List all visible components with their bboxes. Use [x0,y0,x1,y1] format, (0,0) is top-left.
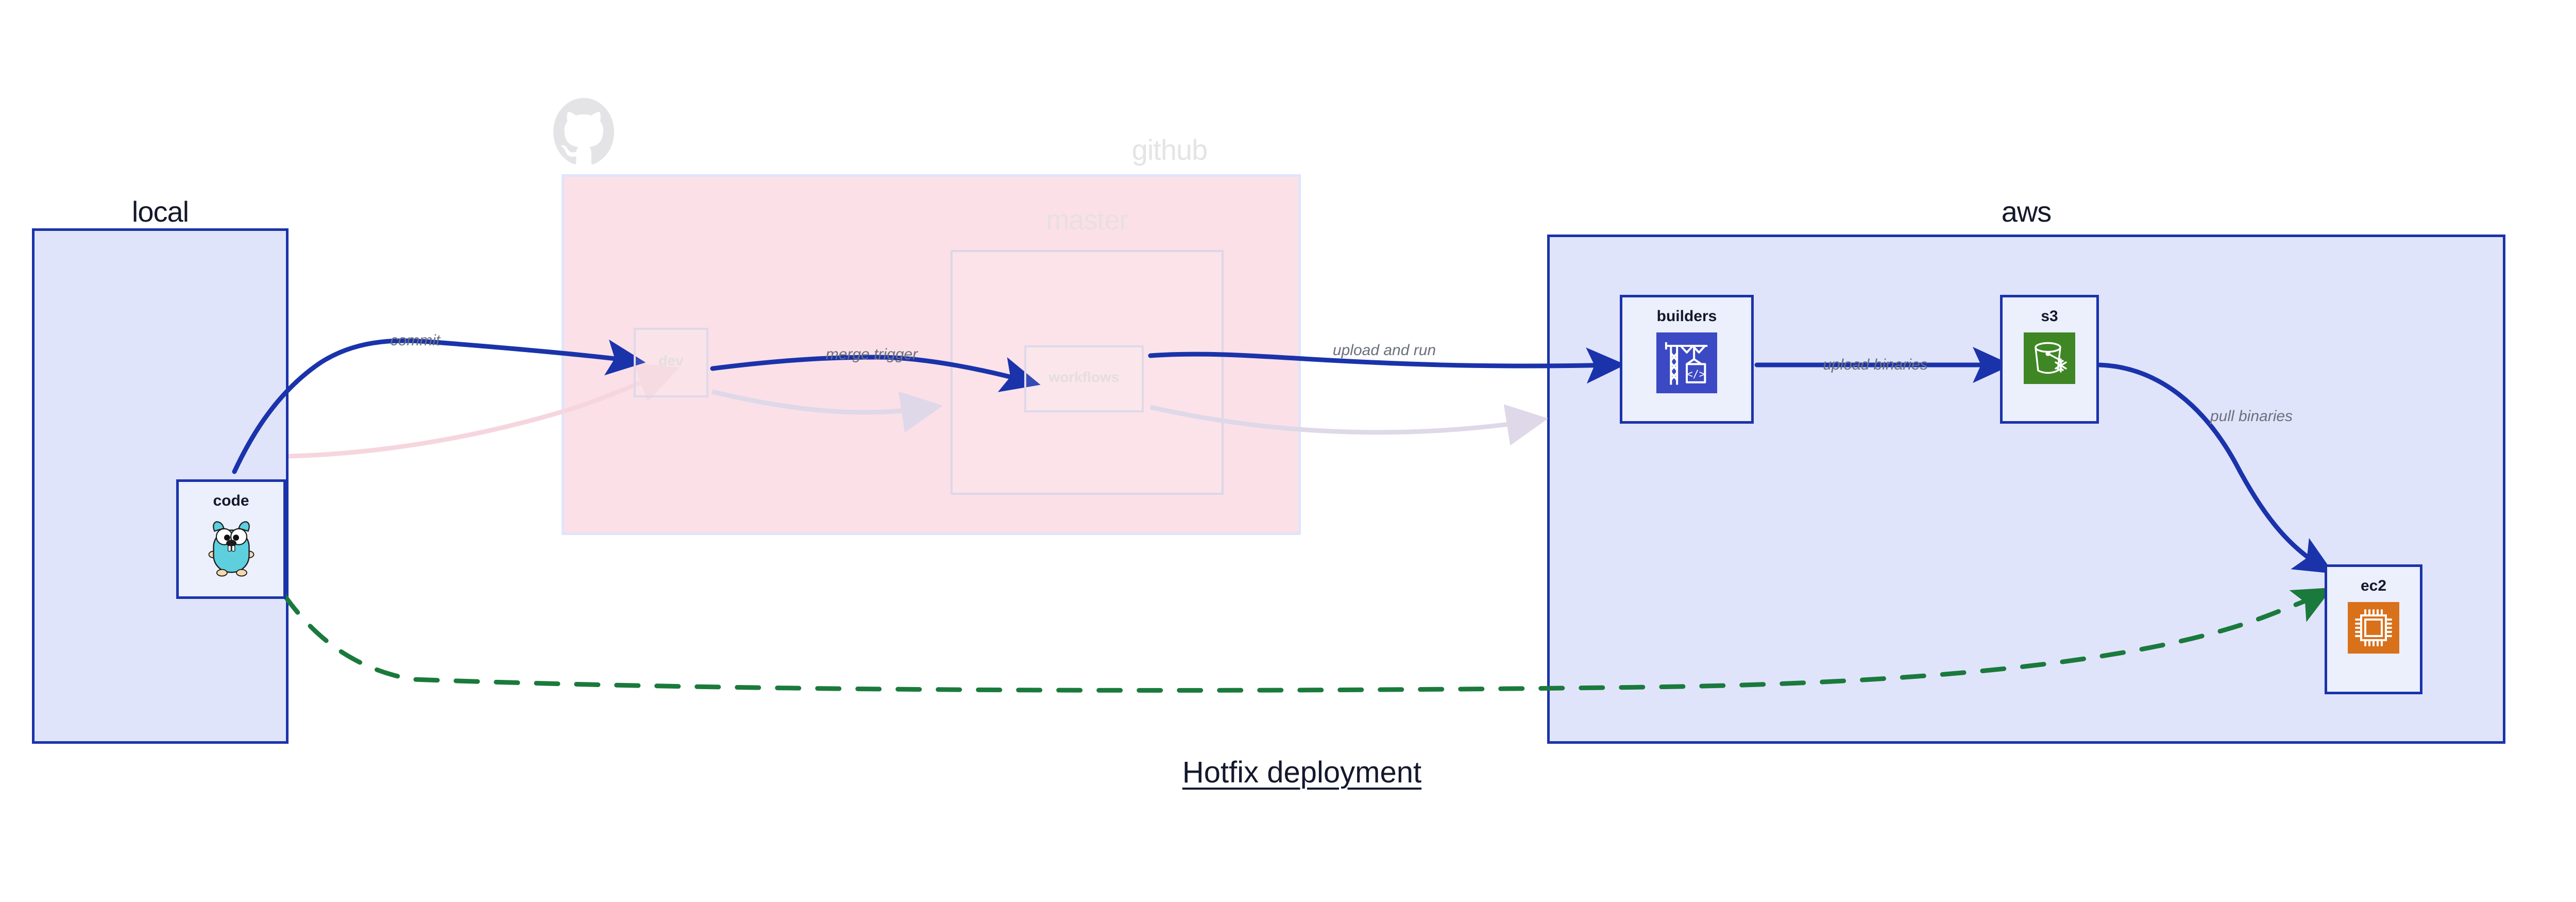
edge-upload-and-run [1148,347,1626,384]
edge-merge-trigger [710,355,1041,392]
group-title-local: local [131,195,189,228]
node-workflows[interactable]: workflows [1024,345,1144,412]
node-label-builders: builders [1656,308,1717,325]
diagram-caption: Hotfix deployment [1182,756,1422,789]
edge-hotfix-direct [282,588,2333,693]
node-label-s3: s3 [2041,308,2058,325]
aws-codebuild-icon: </> [1656,332,1717,393]
edge-label-upload-and-run: upload and run [1332,342,1436,359]
edge-label-pull-binaries: pull binaries [2210,408,2293,425]
node-label-workflows: workflows [1048,369,1120,385]
aws-ec2-chip-icon [2348,602,2399,654]
node-builders[interactable]: builders < [1620,295,1754,424]
edge-pull-binaries [2097,362,2334,574]
github-octocat-icon [553,98,614,166]
node-code[interactable]: code [176,479,286,599]
node-label-code: code [213,492,249,509]
svg-text:</>: </> [1687,368,1705,380]
subgroup-title-master: master [1046,205,1128,236]
node-label-dev: dev [658,353,684,369]
node-s3[interactable]: s3 [2000,295,2099,424]
edge-label-merge-trigger: merge trigger [825,346,918,363]
go-gopher-icon [201,518,262,579]
group-title-github: github [1131,133,1208,166]
node-dev[interactable]: dev [634,328,708,397]
edge-commit [232,338,646,474]
group-title-aws: aws [2001,195,2052,228]
aws-s3-glacier-icon [2024,332,2075,384]
node-label-ec2: ec2 [2360,577,2387,594]
node-ec2[interactable]: ec2 [2325,564,2422,694]
edge-label-commit: commit [390,332,440,349]
edge-label-upload-binaries: upload binaries [1823,356,1928,373]
